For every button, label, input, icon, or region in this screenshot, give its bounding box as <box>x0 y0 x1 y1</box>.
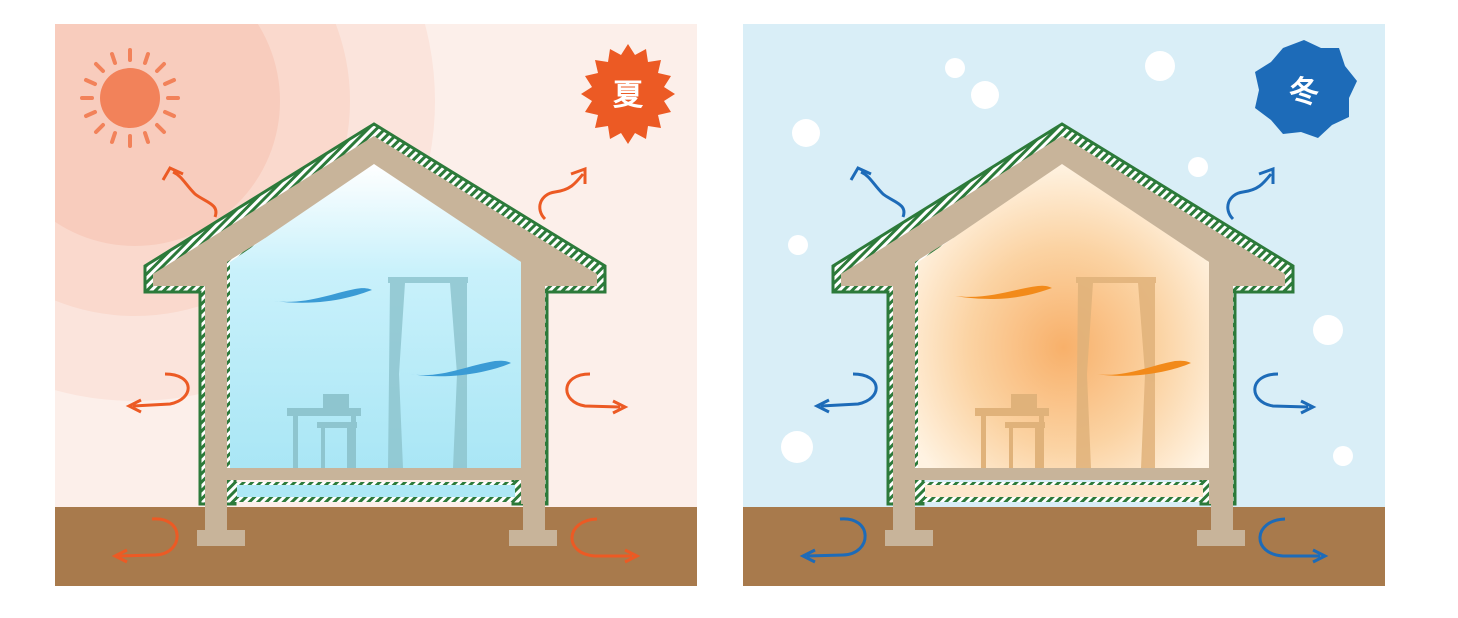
table-and-chair <box>287 394 361 468</box>
heat-flow-arrows <box>799 166 1329 564</box>
house <box>831 122 1295 546</box>
season-badge: 冬 <box>1255 40 1357 138</box>
arrow-wall-left <box>125 372 190 414</box>
house-frame <box>153 136 597 504</box>
arrow-wall-left <box>813 372 878 414</box>
floor <box>911 468 1216 480</box>
snowflakes <box>781 51 1353 466</box>
arrow-roof-left <box>849 166 906 218</box>
ground <box>55 507 697 586</box>
arrow-ground-right <box>1258 517 1329 564</box>
left-footing <box>885 530 933 546</box>
right-footing <box>1197 530 1245 546</box>
right-post <box>1211 286 1233 534</box>
arrow-wall-right <box>1253 372 1317 415</box>
crawl-space <box>237 485 515 497</box>
arrow-roof-right <box>1226 166 1275 221</box>
house <box>143 122 607 546</box>
arrow-ground-left <box>799 517 867 564</box>
arrow-wall-right <box>565 372 629 415</box>
house-interior <box>918 164 1209 470</box>
season-label: 冬 <box>1289 75 1319 110</box>
table-and-chair <box>975 394 1049 468</box>
cool-wind-streak <box>410 360 511 377</box>
winter-illustration: 冬 <box>743 24 1385 586</box>
crawl-space <box>925 485 1203 497</box>
warm-air-streak <box>1095 360 1191 376</box>
arrow-ground-right <box>570 517 641 564</box>
ground <box>743 507 1385 586</box>
arrow-ground-left <box>111 517 179 564</box>
floor <box>223 468 528 480</box>
right-post <box>523 286 545 534</box>
summer-illustration: 夏 <box>55 24 697 586</box>
arrow-roof-right <box>538 166 587 221</box>
season-badge: 夏 <box>581 44 675 144</box>
season-label: 夏 <box>613 78 644 113</box>
winter-panel: 冬 <box>743 24 1385 586</box>
cool-wind-streak <box>273 288 372 303</box>
curtain <box>388 277 468 468</box>
arrow-roof-left <box>161 166 218 218</box>
sun-icon <box>80 48 180 148</box>
heat-flow-arrows <box>111 166 641 564</box>
left-post <box>205 286 227 534</box>
right-footing <box>509 530 557 546</box>
summer-panel: 夏 <box>55 24 697 586</box>
curtain <box>1076 277 1156 468</box>
left-footing <box>197 530 245 546</box>
house-interior <box>230 164 521 470</box>
left-post <box>893 286 915 534</box>
house-frame <box>841 136 1285 504</box>
warm-air-streak <box>955 285 1052 299</box>
